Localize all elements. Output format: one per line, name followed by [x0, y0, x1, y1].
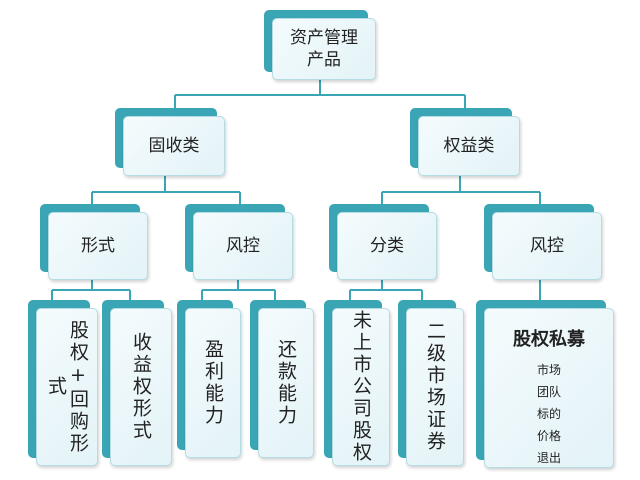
fixed-income-label: 固收类 [148, 136, 200, 156]
category-label: 分类 [370, 236, 404, 256]
leaf-repayment: 还款能力 [250, 300, 314, 458]
private-equity-node: 股权私募 市场 团队 标的 价格 退出 [476, 300, 614, 468]
form-label: 形式 [81, 236, 115, 256]
equity-label: 权益类 [443, 136, 495, 156]
leaf-unlisted-label: 未上市公司股权 [350, 310, 372, 464]
leaf-repayment-label: 还款能力 [275, 339, 297, 427]
equity-risk-label: 风控 [530, 236, 564, 256]
leaf-secondary-label: 二级市场证券 [424, 321, 446, 453]
pe-item-target: 标的 [536, 407, 561, 421]
leaf-unlisted: 未上市公司股权 [324, 300, 390, 466]
root-label: 资产管理 产品 [290, 28, 358, 70]
fixed-income-node: 固收类 [115, 108, 225, 176]
leaf-equity-repo: 股权+回购形式 [28, 300, 98, 466]
pe-item-market: 市场 [536, 363, 561, 377]
leaf-secondary: 二级市场证券 [398, 300, 464, 466]
leaf-income-right-label: 收益权形式 [130, 332, 152, 442]
pe-item-price: 价格 [536, 429, 561, 443]
pe-item-team: 团队 [536, 385, 561, 399]
leaf-profitability-label: 盈利能力 [202, 339, 224, 427]
leaf-equity-repo-label: 股权+回购形式 [45, 319, 89, 455]
fixed-risk-node: 风控 [185, 204, 293, 280]
leaf-income-right: 收益权形式 [102, 300, 172, 466]
private-equity-title: 股权私募 [513, 329, 585, 350]
pe-item-exit: 退出 [536, 451, 561, 465]
equity-node: 权益类 [410, 108, 520, 176]
leaf-profitability: 盈利能力 [177, 300, 241, 458]
form-node: 形式 [40, 204, 148, 280]
fixed-risk-label: 风控 [226, 236, 260, 256]
category-node: 分类 [329, 204, 437, 280]
root-node: 资产管理 产品 [264, 10, 376, 80]
equity-risk-node: 风控 [484, 204, 602, 280]
